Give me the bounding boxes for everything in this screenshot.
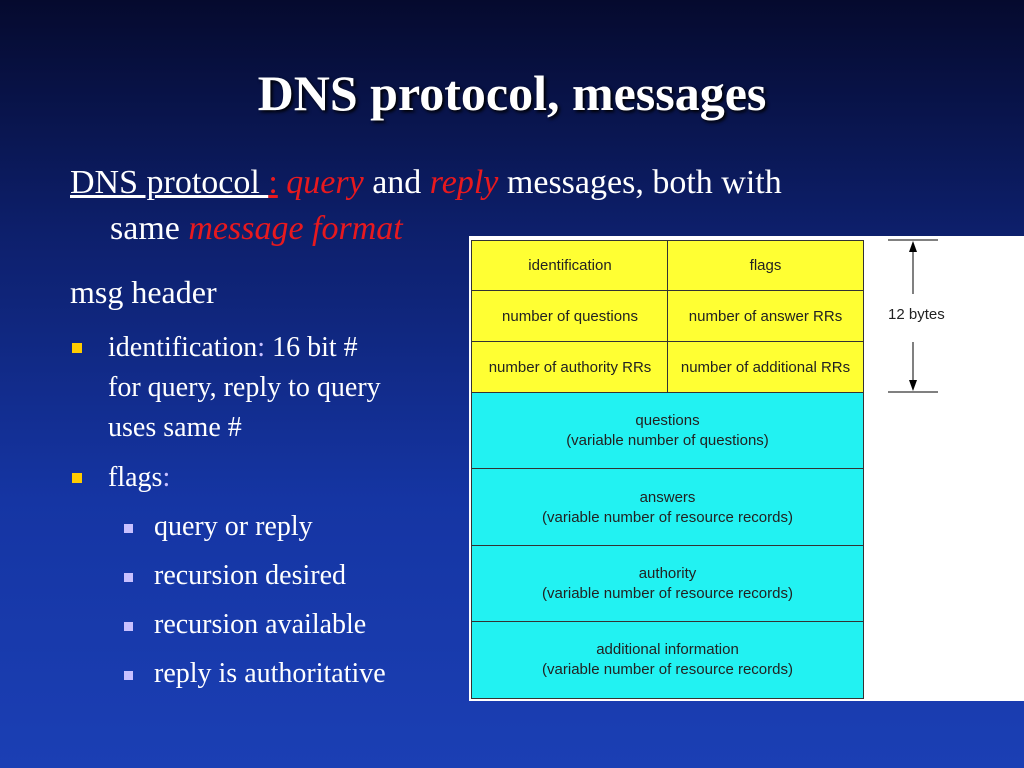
section-detail: (variable number of resource records): [542, 585, 793, 602]
sub-bullet-square-icon: [124, 671, 133, 680]
sub-bullet-square-icon: [124, 622, 133, 631]
flag-item-label: recursion desired: [154, 560, 347, 591]
slide-title: DNS protocol, messages: [257, 65, 767, 121]
header-size-label: 12 bytes: [888, 306, 945, 323]
sub-bullet-square-icon: [124, 573, 133, 582]
bullet-square-icon: [72, 343, 82, 353]
header-size-bracket: [888, 239, 938, 393]
field-num-additional-rrs: number of additional RRs: [667, 341, 864, 394]
flag-item-label: query or reply: [154, 511, 313, 542]
field-flags: flags: [667, 240, 864, 292]
intro-lead: DNS protocol: [70, 164, 269, 201]
section-additional-information: additional information (variable number …: [471, 621, 864, 699]
arrow-down-head-icon: [909, 380, 917, 391]
arrow-up-head-icon: [909, 241, 917, 252]
bullet-square-icon: [72, 473, 82, 483]
flag-item-label: recursion available: [154, 609, 367, 640]
section-name: questions: [635, 412, 700, 429]
bullet-line: uses same #: [108, 412, 242, 443]
section-detail: (variable number of resource records): [542, 661, 793, 678]
intro-format: message format: [188, 210, 403, 247]
intro-colon: :: [268, 164, 278, 201]
intro-and: and: [372, 164, 422, 201]
section-questions: questions (variable number of questions): [471, 392, 864, 470]
bullet-colon: :: [162, 462, 171, 493]
intro-rest: messages, both with: [506, 164, 782, 201]
bullet-line: for query, reply to query: [108, 372, 381, 403]
intro-text: DNS protocol : query and reply messages,…: [70, 160, 890, 252]
flag-item-label: reply is authoritative: [154, 658, 386, 689]
section-detail: (variable number of resource records): [542, 508, 793, 526]
bullet-colon: :: [257, 332, 266, 363]
bullet-line: 16 bit #: [265, 332, 358, 363]
field-num-answer-rrs: number of answer RRs: [667, 290, 864, 343]
section-authority: authority (variable number of resource r…: [471, 545, 864, 623]
msg-header-heading: msg header: [70, 274, 217, 310]
section-name: authority: [638, 565, 697, 582]
field-num-questions: number of questions: [471, 290, 669, 343]
intro-query: query: [286, 164, 364, 201]
section-answers: answers (variable number of resource rec…: [471, 468, 864, 547]
section-name: additional information: [596, 641, 739, 658]
section-detail: (variable number of questions): [566, 432, 769, 449]
bullet-label: identification: [108, 332, 258, 363]
sub-bullet-square-icon: [124, 524, 133, 533]
section-name: answers: [639, 488, 696, 506]
field-identification: identification: [471, 240, 669, 292]
intro-same: same: [110, 210, 180, 247]
field-num-authority-rrs: number of authority RRs: [471, 341, 669, 394]
intro-reply: reply: [429, 164, 499, 201]
bullet-label: flags: [108, 462, 163, 493]
